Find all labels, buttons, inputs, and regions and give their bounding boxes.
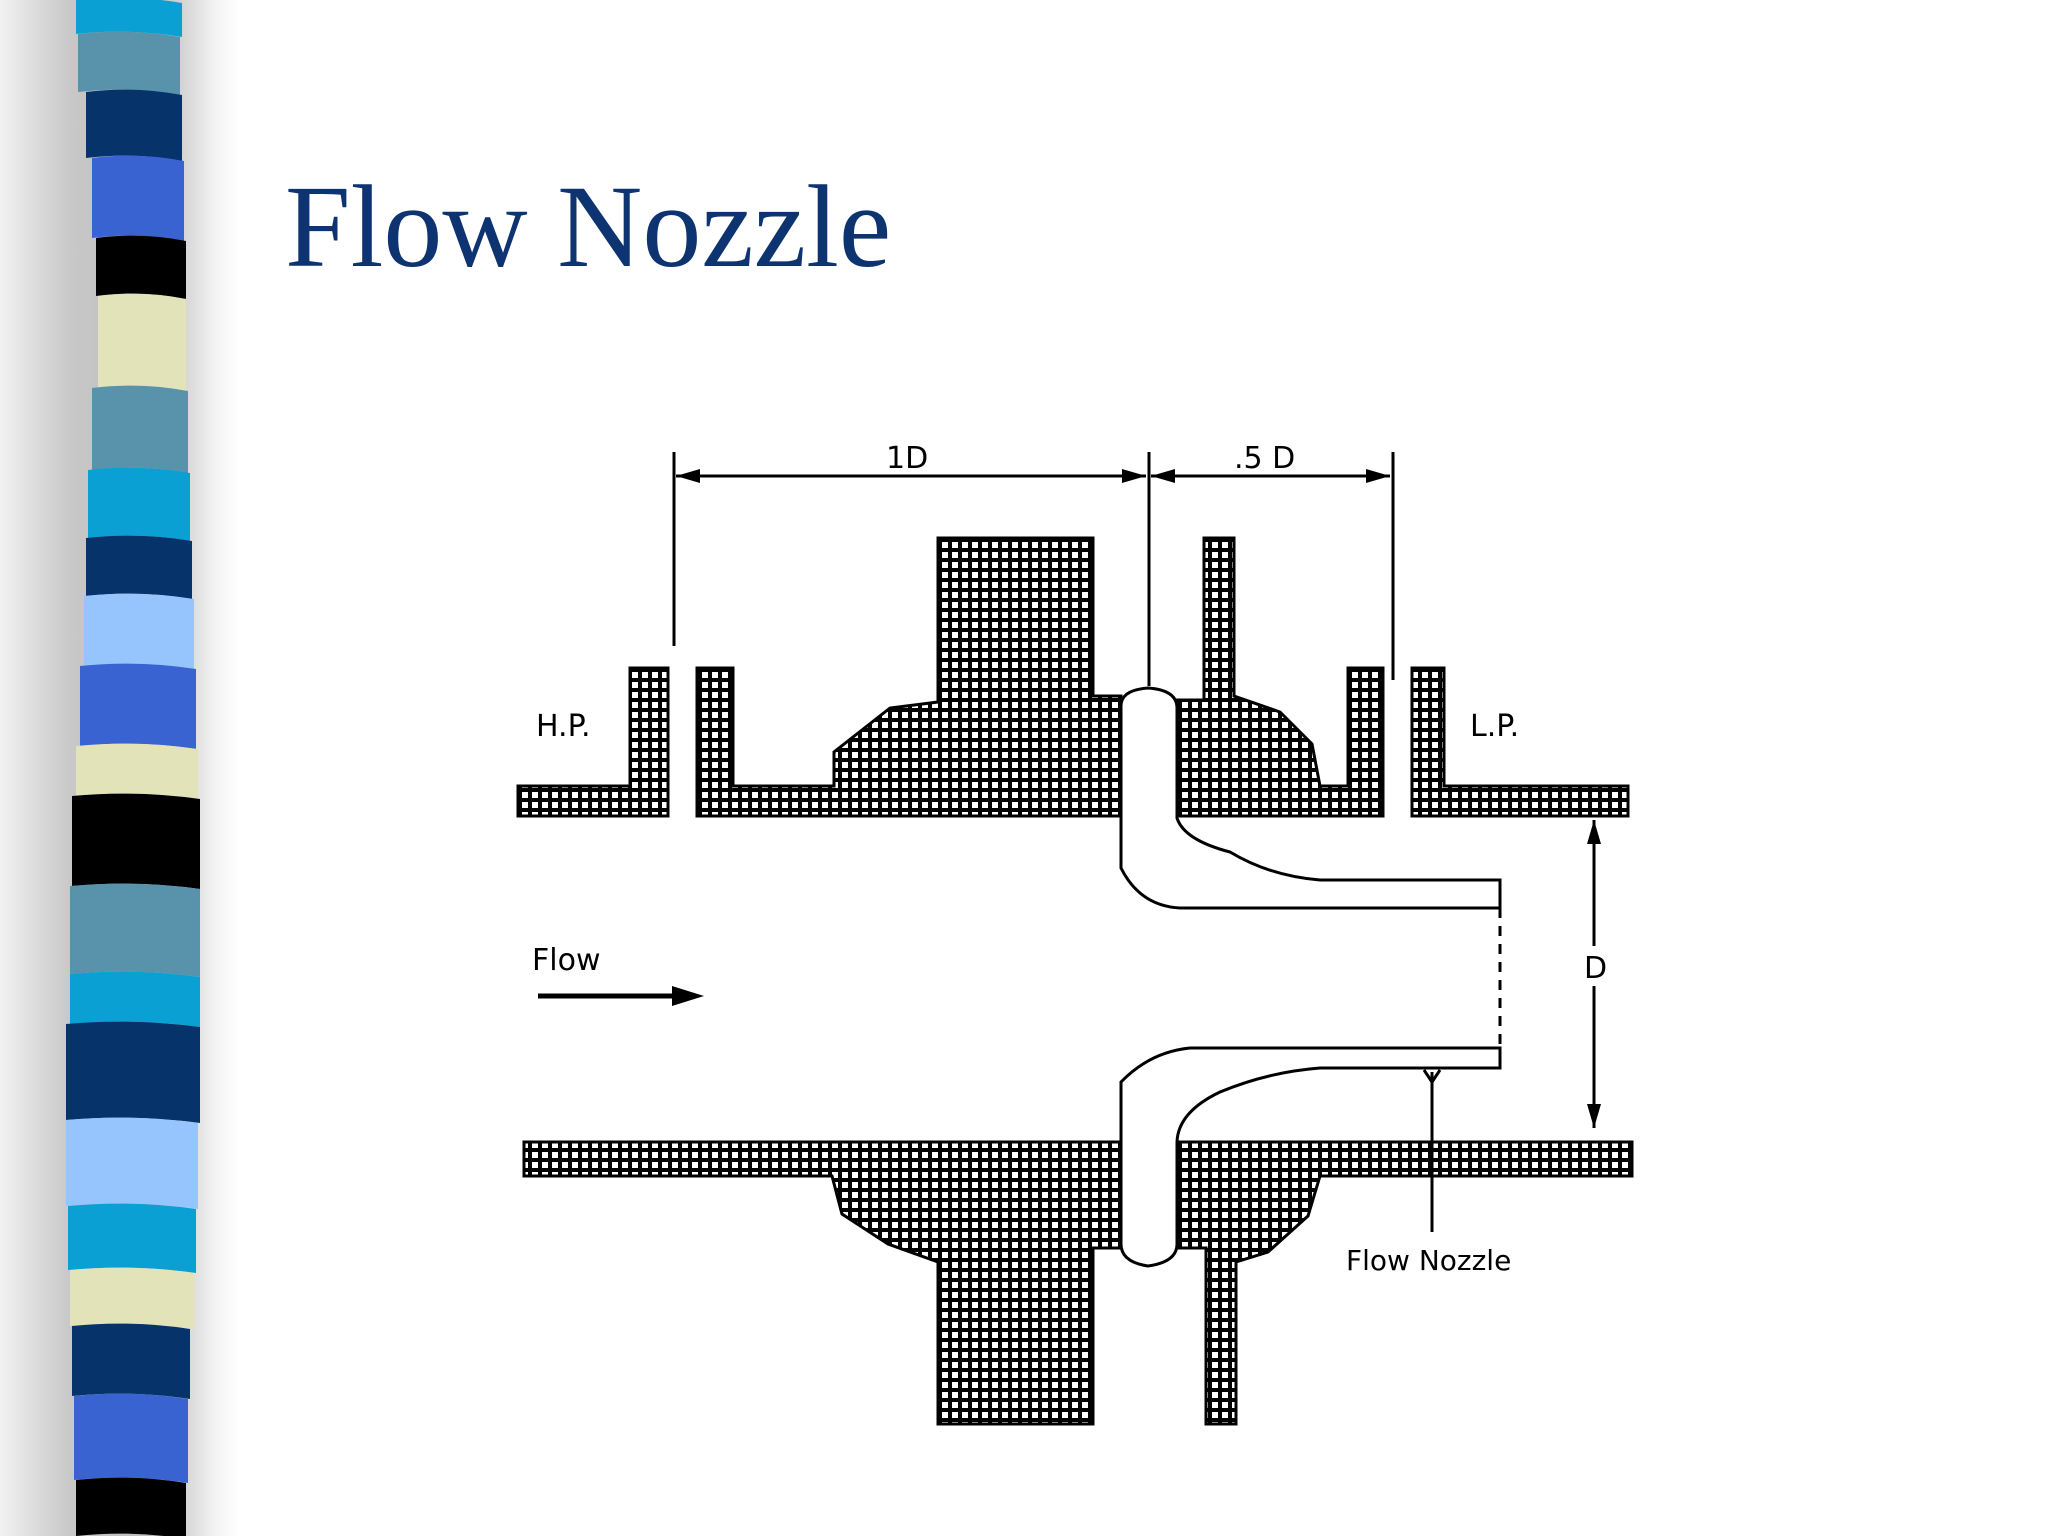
nozzle-leader (1422, 1069, 1442, 1232)
stripe-band (72, 1323, 190, 1399)
flow-label: Flow (532, 943, 600, 978)
upper-pipe-wall (516, 536, 1630, 818)
stripe-band (88, 467, 190, 541)
diameter-label: D (1584, 951, 1607, 986)
stripe-band (86, 535, 192, 599)
stripe-band (86, 89, 182, 161)
stripe-band (92, 385, 188, 473)
nozzle-lower-lip (1119, 1046, 1502, 1268)
stripe-band (98, 293, 186, 391)
stripe-band (72, 793, 200, 889)
stripe-band (76, 743, 198, 799)
flow-nozzle-label: Flow Nozzle (1346, 1244, 1511, 1277)
dimension-half-d-label: .5 D (1234, 441, 1295, 476)
flow-nozzle-body (1119, 686, 1502, 1268)
stripe-band (70, 971, 200, 1027)
slide-title: Flow Nozzle (285, 161, 892, 292)
nozzle-upper-lip (1119, 686, 1502, 910)
dimension-1d-label: 1D (886, 441, 928, 476)
stripe-band (92, 155, 184, 241)
hp-tap-left-wall (516, 666, 670, 818)
stripe-band (70, 883, 200, 977)
lower-downstream-flange (1175, 1140, 1634, 1426)
upstream-flange (695, 536, 1123, 818)
stripe-band (80, 663, 196, 749)
flow-arrow (538, 986, 704, 1006)
hp-label: H.P. (536, 709, 591, 744)
lower-pipe-wall (522, 1140, 1634, 1426)
stripe-band (70, 1267, 194, 1329)
lp-tap-right-wall (1410, 666, 1630, 818)
lower-upstream-flange (522, 1140, 1123, 1426)
downstream-flange (1175, 536, 1385, 818)
stripe-band (68, 1203, 196, 1273)
stripe-band (74, 1393, 188, 1483)
stripe-band (96, 235, 186, 299)
stripe-band (66, 1117, 198, 1209)
decorative-stripe-bar (66, 0, 200, 1536)
stripe-band (76, 0, 182, 37)
stripe-band (66, 1021, 200, 1123)
stripe-band (84, 593, 194, 669)
lp-label: L.P. (1470, 709, 1519, 744)
stripe-band (78, 31, 180, 96)
stripe-band (76, 1477, 186, 1536)
dimension-lines (672, 452, 1610, 1128)
